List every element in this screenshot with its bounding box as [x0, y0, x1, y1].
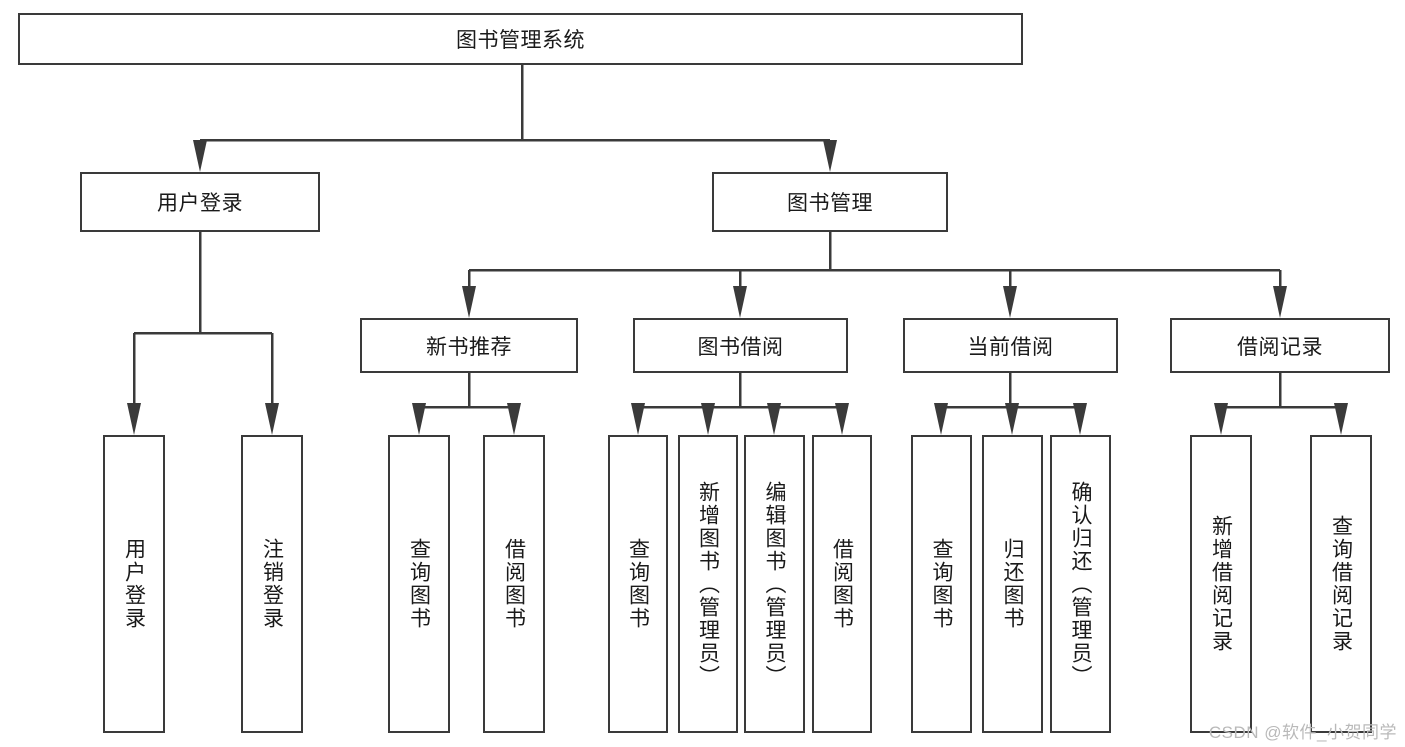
- node-label: 新增借阅记录: [1209, 515, 1233, 653]
- node-label: 图书管理: [787, 192, 873, 215]
- node-leaf-edit-book[interactable]: 编辑图书（管理员）: [744, 435, 805, 733]
- node-label: 用户登录: [157, 192, 243, 215]
- node-label: 查询图书: [626, 538, 650, 630]
- node-root[interactable]: 图书管理系统: [18, 13, 1023, 65]
- node-leaf-return-book[interactable]: 归还图书: [982, 435, 1043, 733]
- node-borrow-record[interactable]: 借阅记录: [1170, 318, 1390, 373]
- node-label: 用户登录: [122, 538, 146, 630]
- node-label: 借阅图书: [830, 538, 854, 630]
- node-leaf-add-record[interactable]: 新增借阅记录: [1190, 435, 1252, 733]
- node-leaf-query-book-rec[interactable]: 查询图书: [388, 435, 450, 733]
- node-label: 注销登录: [260, 538, 284, 630]
- node-leaf-borrow-book[interactable]: 借阅图书: [812, 435, 872, 733]
- node-leaf-confirm-return[interactable]: 确认归还（管理员）: [1050, 435, 1111, 733]
- node-label: 确认归还（管理员）: [1069, 480, 1092, 688]
- conn-current-borrow: [934, 373, 1087, 435]
- node-leaf-query-record[interactable]: 查询借阅记录: [1310, 435, 1372, 733]
- node-label: 借阅记录: [1237, 335, 1323, 359]
- node-label: 查询图书: [930, 538, 953, 630]
- conn-book-manage: [462, 232, 1287, 318]
- conn-user-login: [127, 232, 279, 435]
- node-label: 新书推荐: [426, 335, 512, 359]
- node-leaf-query-book[interactable]: 查询图书: [608, 435, 668, 733]
- node-label: 新增图书（管理员）: [696, 480, 720, 688]
- node-leaf-user-login[interactable]: 用户登录: [103, 435, 165, 733]
- conn-book-borrow: [631, 373, 849, 435]
- node-label: 查询借阅记录: [1329, 515, 1353, 653]
- node-book-manage[interactable]: 图书管理: [712, 172, 948, 232]
- conn-root: [193, 65, 837, 172]
- watermark: CSDN @软件_小贺同学: [1208, 723, 1397, 742]
- node-leaf-query-book-cur[interactable]: 查询图书: [911, 435, 972, 733]
- node-user-login[interactable]: 用户登录: [80, 172, 320, 232]
- conn-borrow-record: [1214, 373, 1348, 435]
- conn-new-book-rec: [412, 373, 521, 435]
- node-leaf-add-book[interactable]: 新增图书（管理员）: [678, 435, 738, 733]
- node-current-borrow[interactable]: 当前借阅: [903, 318, 1118, 373]
- node-label: 图书借阅: [697, 335, 784, 359]
- node-label: 归还图书: [1001, 538, 1024, 630]
- node-label: 编辑图书（管理员）: [763, 480, 786, 688]
- node-new-book-rec[interactable]: 新书推荐: [360, 318, 578, 373]
- node-label: 图书管理系统: [456, 29, 585, 52]
- node-leaf-borrow-book-rec[interactable]: 借阅图书: [483, 435, 545, 733]
- node-book-borrow[interactable]: 图书借阅: [633, 318, 848, 373]
- node-label: 借阅图书: [502, 538, 526, 630]
- node-label: 当前借阅: [967, 335, 1054, 359]
- node-label: 查询图书: [407, 538, 431, 630]
- node-leaf-logout[interactable]: 注销登录: [241, 435, 303, 733]
